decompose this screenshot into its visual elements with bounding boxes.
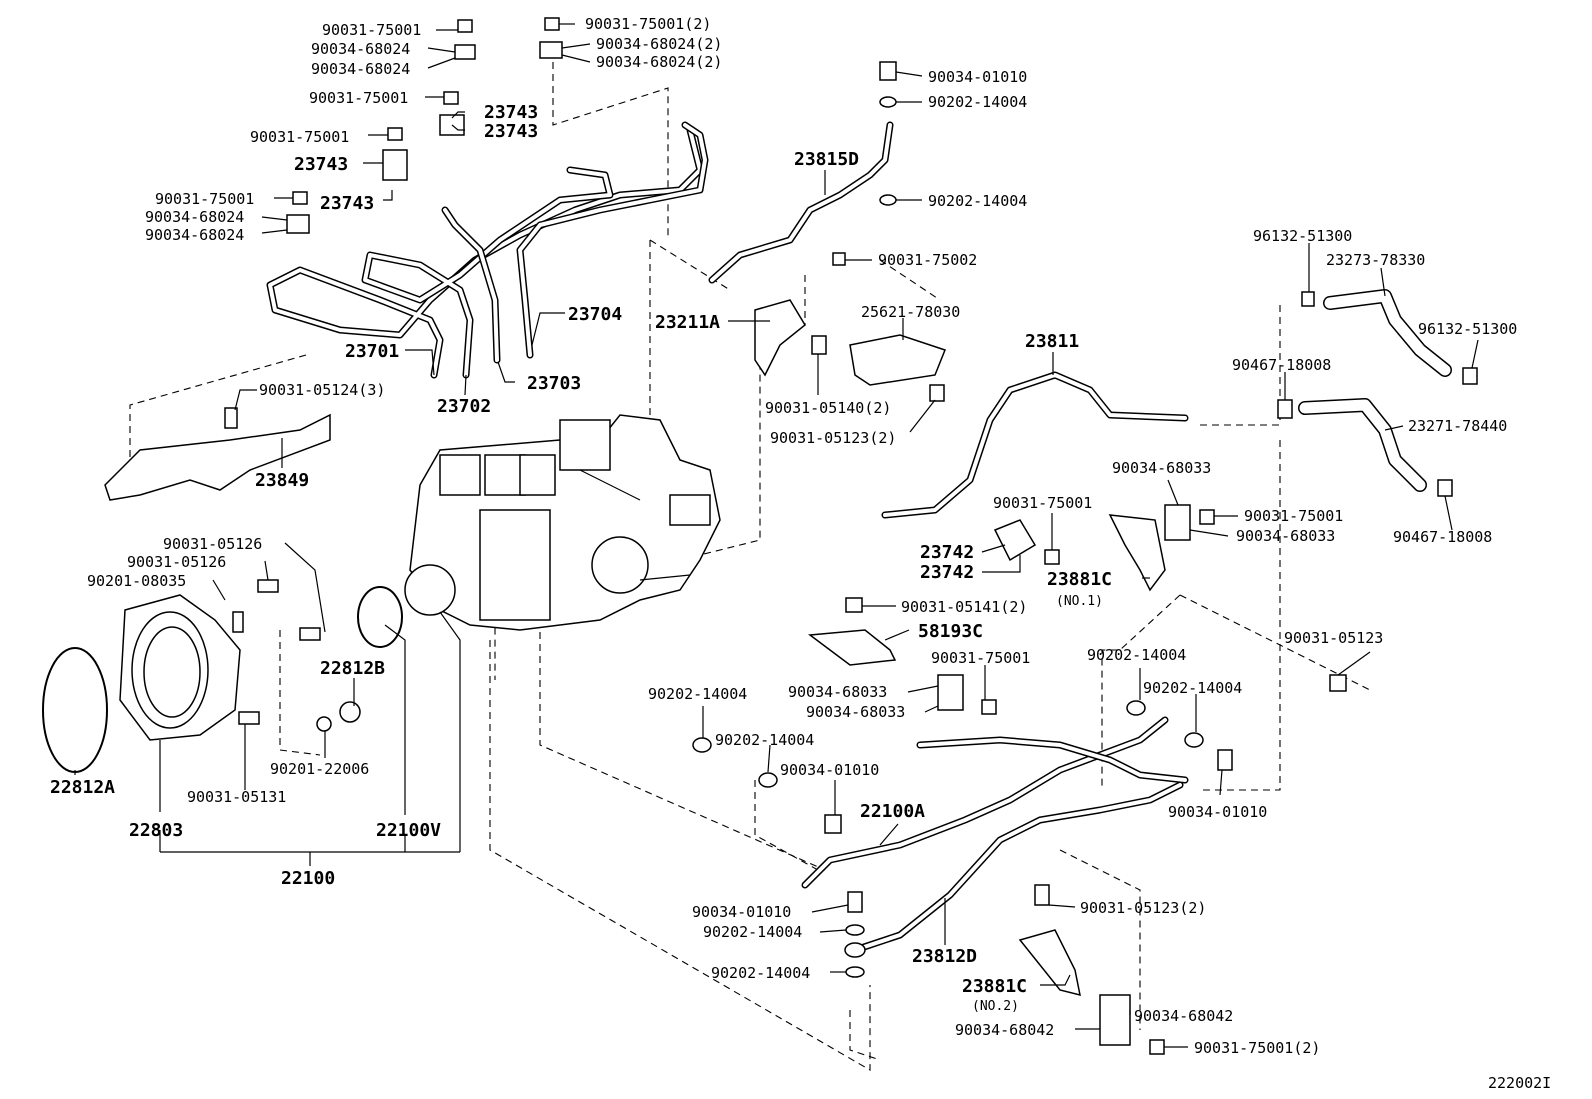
assembly-guide-lines xyxy=(129,62,1371,1071)
label-90034-68033: 90034-68033 xyxy=(806,703,905,721)
label-22812b: 22812B xyxy=(320,658,385,679)
label-90034-68042: 90034-68042 xyxy=(1134,1007,1233,1025)
label-96132-51300: 96132-51300 xyxy=(1418,320,1517,338)
label-90034-68033: 90034-68033 xyxy=(1112,459,1211,477)
label-90202-14004: 90202-14004 xyxy=(928,192,1027,210)
label-90034-68024: 90034-68024 xyxy=(145,226,244,244)
label-90202-14004: 90202-14004 xyxy=(711,964,810,982)
label-23881c: 23881C xyxy=(962,976,1027,997)
label-23743: 23743 xyxy=(484,102,538,123)
label-22100a: 22100A xyxy=(860,801,925,822)
label-90467-18008: 90467-18008 xyxy=(1232,356,1331,374)
label-90031-75001: 90031-75001 xyxy=(993,494,1092,512)
label-90034-68033: 90034-68033 xyxy=(788,683,887,701)
label-90031-05124-3: 90031-05124(3) xyxy=(259,381,385,399)
label-23271-78440: 23271-78440 xyxy=(1408,417,1507,435)
label-23742: 23742 xyxy=(920,542,974,563)
label-23742: 23742 xyxy=(920,562,974,583)
label-90034-01010: 90034-01010 xyxy=(692,903,791,921)
label-90202-14004: 90202-14004 xyxy=(703,923,802,941)
label-90031-75001: 90031-75001 xyxy=(309,89,408,107)
label-90034-68024: 90034-68024 xyxy=(311,60,410,78)
label-90034-01010: 90034-01010 xyxy=(928,68,1027,86)
label-90034-01010: 90034-01010 xyxy=(780,761,879,779)
label-23703: 23703 xyxy=(527,373,581,394)
label-90201-22006: 90201-22006 xyxy=(270,760,369,778)
label-23812d: 23812D xyxy=(912,946,977,967)
label-90034-68024: 90034-68024 xyxy=(311,40,410,58)
label-22803: 22803 xyxy=(129,820,183,841)
label-90031-75002: 90031-75002 xyxy=(878,251,977,269)
label-90031-75001: 90031-75001 xyxy=(1244,507,1343,525)
label-90202-14004: 90202-14004 xyxy=(1143,679,1242,697)
label-23702: 23702 xyxy=(437,396,491,417)
label-no2: (NO.2) xyxy=(972,999,1019,1014)
label-90202-14004: 90202-14004 xyxy=(928,93,1027,111)
label-23743: 23743 xyxy=(294,154,348,175)
label-90031-05123-2: 90031-05123(2) xyxy=(1080,899,1206,917)
label-90031-75001: 90031-75001 xyxy=(931,649,1030,667)
label-23743: 23743 xyxy=(320,193,374,214)
label-23881c: 23881C xyxy=(1047,569,1112,590)
label-22100: 22100 xyxy=(281,868,335,889)
label-25621-78030: 25621-78030 xyxy=(861,303,960,321)
label-23849: 23849 xyxy=(255,470,309,491)
label-90467-18008: 90467-18008 xyxy=(1393,528,1492,546)
label-90202-14004: 90202-14004 xyxy=(648,685,747,703)
label-90031-75001: 90031-75001 xyxy=(322,21,421,39)
label-90034-01010: 90034-01010 xyxy=(1168,803,1267,821)
label-90031-75001-2: 90031-75001(2) xyxy=(1194,1039,1320,1057)
pipe-lines xyxy=(266,121,1452,954)
label-90031-05123-2: 90031-05123(2) xyxy=(770,429,896,447)
label-90034-68024-2: 90034-68024(2) xyxy=(596,35,722,53)
label-no1: (NO.1) xyxy=(1056,594,1103,609)
label-23273-78330: 23273-78330 xyxy=(1326,251,1425,269)
label-90202-14004: 90202-14004 xyxy=(715,731,814,749)
label-22100v: 22100V xyxy=(376,820,441,841)
label-23701: 23701 xyxy=(345,341,399,362)
small-parts xyxy=(224,17,1478,1055)
label-90201-08035: 90201-08035 xyxy=(87,572,186,590)
leader-lines xyxy=(74,23,1479,1048)
label-90031-05131: 90031-05131 xyxy=(187,788,286,806)
label-90031-05126: 90031-05126 xyxy=(127,553,226,571)
label-90031-05140-2: 90031-05140(2) xyxy=(765,399,891,417)
label-90031-05141-2: 90031-05141(2) xyxy=(901,598,1027,616)
part-labels: 90031-75001 90034-68024 90034-68024 9003… xyxy=(50,15,1551,1092)
injection-pump-body xyxy=(404,414,721,631)
flange-parts xyxy=(42,413,403,773)
label-58193c: 58193C xyxy=(918,621,983,642)
label-90034-68024-2: 90034-68024(2) xyxy=(596,53,722,71)
label-23211a: 23211A xyxy=(655,312,720,333)
label-90202-14004: 90202-14004 xyxy=(1087,646,1186,664)
label-23704: 23704 xyxy=(568,304,622,325)
label-90031-75001: 90031-75001 xyxy=(250,128,349,146)
label-90034-68042: 90034-68042 xyxy=(955,1021,1054,1039)
label-90031-05123: 90031-05123 xyxy=(1284,629,1383,647)
label-90031-75001: 90031-75001 xyxy=(155,190,254,208)
label-90034-68024: 90034-68024 xyxy=(145,208,244,226)
label-96132-51300: 96132-51300 xyxy=(1253,227,1352,245)
label-90031-75001-2: 90031-75001(2) xyxy=(585,15,711,33)
label-90034-68033: 90034-68033 xyxy=(1236,527,1335,545)
label-23743: 23743 xyxy=(484,121,538,142)
label-23815d: 23815D xyxy=(794,149,859,170)
diagram-id: 222002I xyxy=(1488,1074,1551,1092)
label-22812a: 22812A xyxy=(50,777,115,798)
label-90031-05126: 90031-05126 xyxy=(163,535,262,553)
label-23811: 23811 xyxy=(1025,331,1079,352)
